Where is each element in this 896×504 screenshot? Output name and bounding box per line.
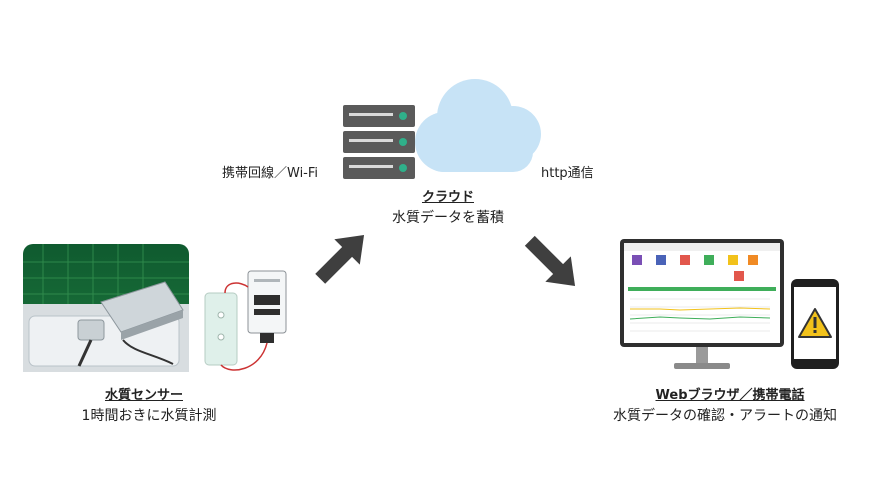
- cloud-icon: [415, 79, 541, 172]
- sensor-subtitle: 1時間おきに水質計測: [81, 408, 217, 424]
- sensor-photo: [23, 244, 189, 372]
- sensor-device-icon: [204, 270, 287, 371]
- arrow-icon: [315, 234, 365, 284]
- cloud-title: クラウド: [421, 190, 474, 205]
- cloud-right-link-label: http通信: [541, 166, 594, 181]
- smartphone-icon: [791, 279, 839, 369]
- sensor-title: 水質センサー: [104, 388, 183, 403]
- warning-icon: [798, 308, 832, 338]
- client-title: Webブラウザ／携帯電話: [655, 388, 805, 403]
- cloud-left-link-label: 携帯回線／Wi-Fi: [222, 166, 319, 181]
- cloud-subtitle: 水質データを蓄積: [392, 210, 504, 226]
- monitor-icon: [620, 239, 784, 369]
- arrow-icon: [524, 235, 576, 287]
- server-icon: [343, 105, 415, 179]
- client-subtitle: 水質データの確認・アラートの通知: [613, 408, 837, 424]
